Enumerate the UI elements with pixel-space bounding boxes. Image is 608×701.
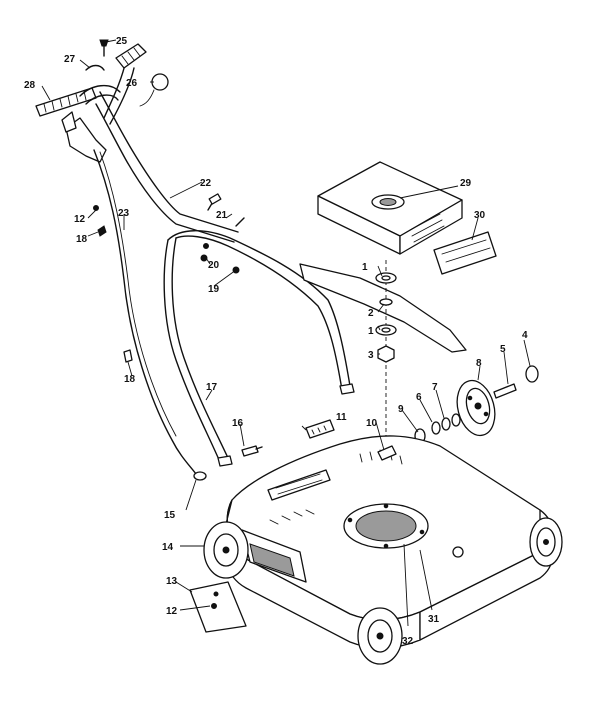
deflector-13: [189, 581, 247, 633]
callout-27: 27: [64, 54, 76, 65]
mower-deck: [222, 435, 553, 649]
callout-9: 9: [398, 404, 404, 415]
part-11: [305, 419, 335, 439]
blade: [299, 263, 467, 353]
callout-1-upper: 1: [362, 262, 368, 273]
nut-3: [377, 345, 395, 363]
callout-1-lower: 1: [368, 326, 374, 337]
callout-21: 21: [216, 210, 228, 221]
callout-30: 30: [474, 210, 486, 221]
callout-15: 15: [164, 510, 176, 521]
callout-10: 10: [366, 418, 378, 429]
callout-11: 11: [336, 412, 347, 423]
callout-14: 14: [162, 542, 174, 553]
leader-lines: [41, 39, 531, 627]
control-cable: [93, 149, 263, 481]
callout-18-upper: 18: [76, 234, 88, 245]
motor-cover: [317, 161, 497, 275]
callout-31: 31: [428, 614, 440, 625]
callout-labels: 25 27 26 28 22 29 12 23 21 30 18 20 1 19…: [24, 36, 528, 647]
switch-knob: [151, 73, 169, 91]
callout-29: 29: [460, 178, 472, 189]
callout-25: 25: [116, 36, 128, 47]
callout-2: 2: [368, 308, 374, 319]
bolt-25: [99, 39, 109, 47]
callout-13: 13: [166, 576, 178, 587]
callout-32: 32: [402, 636, 414, 647]
callout-28: 28: [24, 80, 36, 91]
cable-clip-15: [193, 471, 207, 481]
callout-19: 19: [208, 284, 220, 295]
blade-assembly: [299, 260, 467, 520]
callout-22: 22: [200, 178, 212, 189]
callout-20: 20: [208, 260, 220, 271]
callout-6: 6: [416, 392, 422, 403]
label-30: [433, 231, 497, 275]
callout-8: 8: [476, 358, 482, 369]
front-right-wheel: [357, 607, 403, 665]
callout-12-lower: 12: [166, 606, 178, 617]
handle-bracket: [65, 117, 107, 163]
washer-2: [379, 298, 393, 306]
callout-5: 5: [500, 344, 506, 355]
hub-cap-4: [525, 365, 539, 383]
front-left-wheel: [203, 521, 249, 579]
rear-wheel: [414, 365, 539, 444]
callout-4: 4: [522, 330, 528, 341]
rear-right-wheel: [529, 517, 563, 567]
left-grip: [35, 87, 97, 117]
callout-26: 26: [126, 78, 138, 89]
callout-23: 23: [118, 208, 130, 219]
clip-27: [85, 64, 105, 71]
lower-handle: [163, 193, 355, 467]
callout-3: 3: [368, 350, 374, 361]
callout-17: 17: [206, 382, 218, 393]
callout-16: 16: [232, 418, 244, 429]
callout-12-upper: 12: [74, 214, 86, 225]
upper-handle: [35, 39, 239, 243]
callout-7: 7: [432, 382, 438, 393]
callout-18-lower: 18: [124, 374, 136, 385]
